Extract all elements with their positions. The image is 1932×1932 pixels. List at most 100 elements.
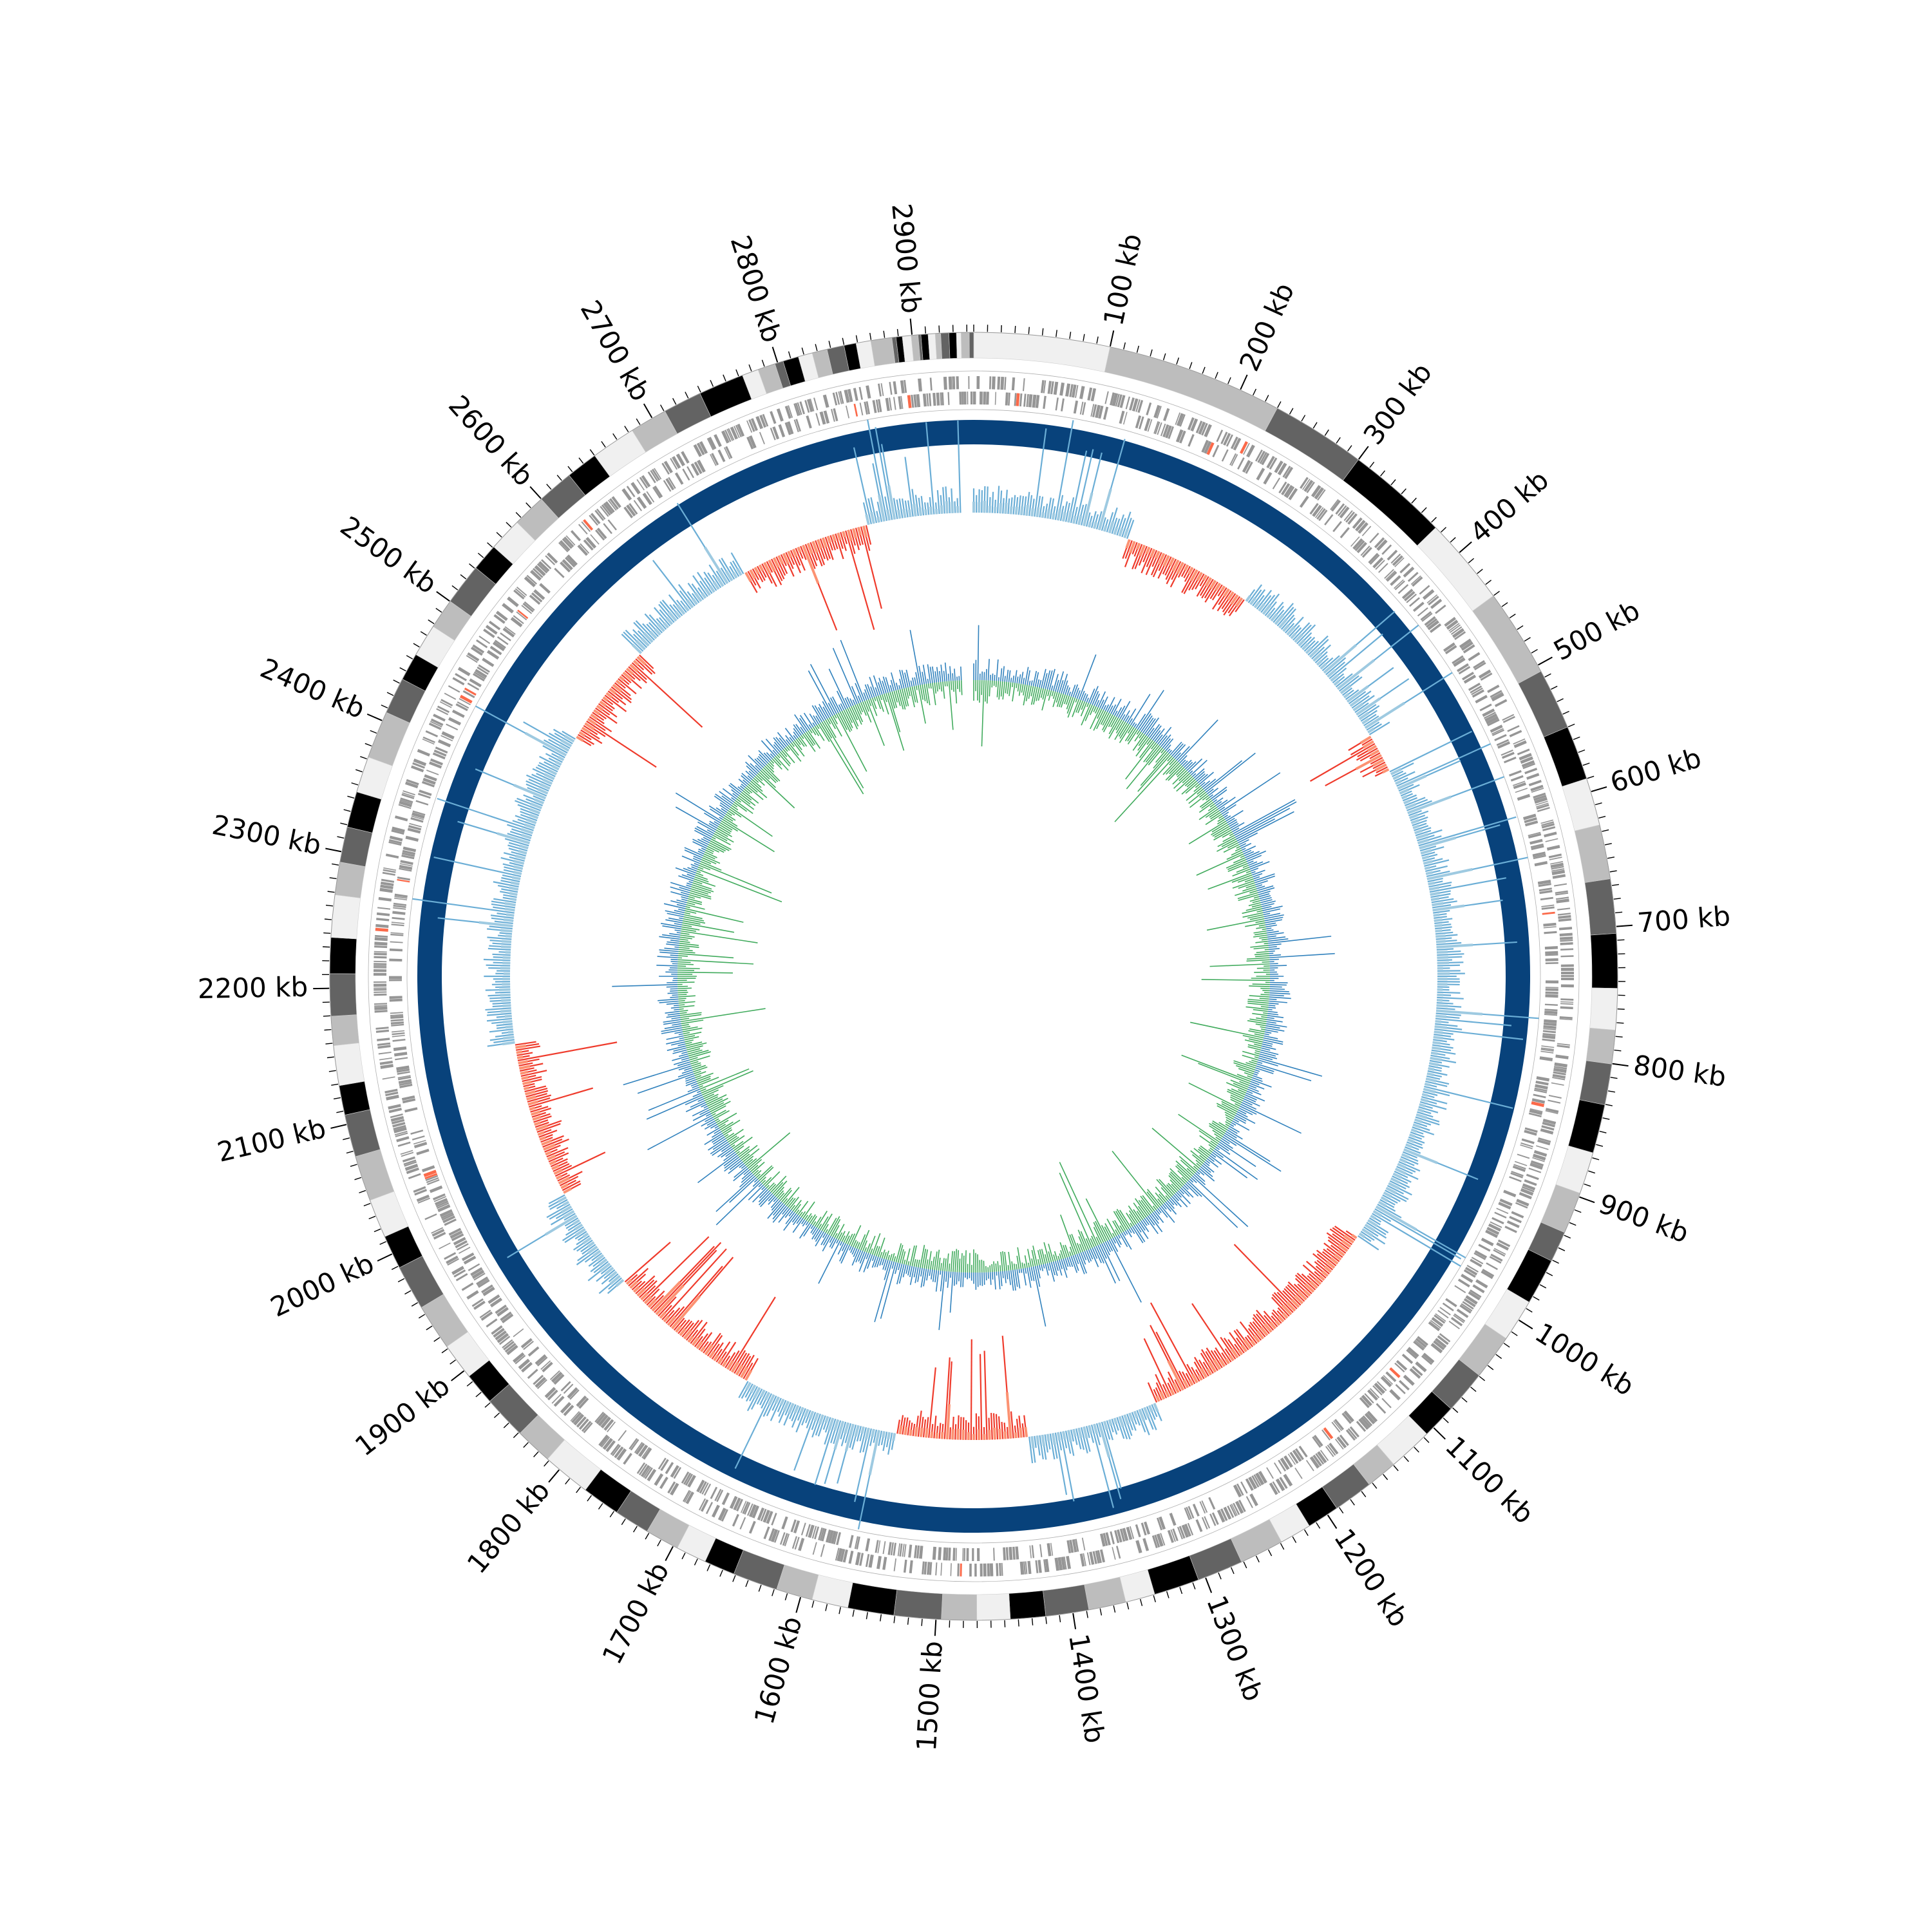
gc-skew-negative [828, 1216, 840, 1235]
gene-feature [422, 736, 435, 743]
gc-skew-positive [1123, 710, 1130, 721]
gc-content-fill [736, 568, 743, 576]
gc-content-fill [557, 755, 565, 761]
gene-feature [379, 887, 393, 893]
gc-content-bar [527, 787, 547, 797]
gene-feature [1069, 1539, 1074, 1553]
gene-feature [513, 589, 525, 600]
gc-content-bar [938, 1423, 942, 1439]
gc-skew-negative [1254, 1033, 1264, 1037]
gc-skew-positive [1261, 1047, 1271, 1051]
gc-content-bar [778, 1399, 787, 1417]
gene-feature [1508, 770, 1522, 777]
gc-skew-negative [1227, 1088, 1245, 1097]
gene-feature [1510, 1172, 1524, 1179]
gene-feature [421, 1165, 435, 1173]
gc-skew-negative [804, 1215, 809, 1220]
gc-skew-positive [666, 1039, 685, 1045]
gene-feature [629, 1438, 638, 1450]
minor-tick [1470, 1387, 1477, 1392]
gc-content-bar [835, 533, 844, 560]
minor-tick [404, 1290, 412, 1295]
gene-feature [690, 463, 699, 476]
gc-content-bar [1379, 1198, 1395, 1208]
gc-content-fill [1067, 1430, 1072, 1443]
minor-tick [397, 1278, 405, 1283]
gene-feature [1475, 1279, 1488, 1289]
gc-skew-positive [1154, 728, 1165, 743]
gene-feature [1223, 1506, 1232, 1520]
gene-feature [922, 1561, 925, 1575]
gc-content-bar [954, 1424, 957, 1440]
gc-skew-negative [1140, 753, 1170, 786]
gc-skew-negative [1198, 1148, 1209, 1158]
minor-tick [406, 655, 413, 659]
gc-skew-negative [1215, 1136, 1221, 1141]
gc-skew-positive [1241, 1102, 1257, 1110]
gc-content-bar [593, 1261, 609, 1274]
gc-skew-negative [832, 1225, 840, 1238]
genes-outline [368, 370, 1580, 1582]
gc-skew-positive [784, 1209, 792, 1218]
gc-skew-positive [1250, 867, 1259, 872]
gc-skew-negative [986, 680, 989, 704]
gc-skew-negative [1177, 1170, 1189, 1181]
gc-skew-negative [1139, 740, 1153, 759]
gc-skew-positive [1188, 758, 1203, 773]
gc-skew-positive [1269, 1002, 1279, 1005]
gene-feature [402, 792, 415, 797]
gc-skew-negative [1102, 713, 1112, 731]
tick-label: 200 kb [1233, 278, 1300, 376]
gc-skew-positive [711, 1131, 722, 1138]
gc-content-fill [1397, 775, 1427, 790]
gc-content-bar [652, 560, 692, 610]
gene-feature [392, 911, 406, 915]
minor-tick [1607, 857, 1615, 859]
gene-feature [439, 701, 452, 708]
gc-skew-negative [1260, 994, 1270, 996]
gc-skew-negative [1133, 1209, 1142, 1222]
gene-feature [1230, 436, 1238, 450]
gc-content-fill [643, 632, 654, 643]
gene-feature [1147, 419, 1153, 432]
gc-content-bar [1065, 502, 1071, 522]
gene-feature [433, 1231, 446, 1240]
gc-skew-positive [759, 1189, 769, 1198]
gc-skew-positive [752, 1180, 760, 1187]
gc-content-fill [852, 528, 857, 539]
gc-skew-positive [694, 828, 713, 838]
gene-feature [1187, 417, 1195, 430]
gc-skew-positive [637, 1073, 694, 1094]
gc-content-fill [1030, 508, 1034, 516]
gene-feature [693, 444, 703, 457]
gc-skew-positive [714, 1126, 719, 1129]
gc-skew-negative [1209, 803, 1215, 808]
gc-content-bar [507, 833, 531, 842]
gc-skew-negative [1254, 1052, 1260, 1055]
gc-skew-negative [685, 908, 744, 923]
gene-feature [1560, 1006, 1573, 1010]
gene-feature [1430, 598, 1443, 609]
gene-feature [734, 426, 740, 439]
gc-skew-positive [1234, 1117, 1246, 1124]
gc-skew-positive [685, 1077, 696, 1082]
gc-content-fill [1172, 1382, 1180, 1394]
gc-content-bar [1177, 563, 1186, 578]
gene-feature [1535, 1080, 1549, 1086]
gc-content-bar [1121, 511, 1132, 538]
minor-tick [347, 795, 355, 799]
minor-tick [1176, 357, 1180, 365]
gene-feature [1412, 576, 1423, 587]
gc-content-bar [1028, 1436, 1034, 1464]
gc-content-bar [1174, 1379, 1182, 1392]
gc-content-fill [715, 576, 724, 587]
gc-skew-positive [1245, 1094, 1257, 1101]
gene-feature [699, 1481, 707, 1494]
minor-tick [359, 1189, 366, 1193]
gc-skew-negative [1036, 687, 1040, 701]
gc-content-fill [598, 1258, 608, 1266]
gc-content-bar [698, 1332, 713, 1350]
gc-content-fill [1088, 522, 1092, 528]
gc-skew-positive [1242, 845, 1256, 853]
gene-feature [996, 1563, 999, 1577]
